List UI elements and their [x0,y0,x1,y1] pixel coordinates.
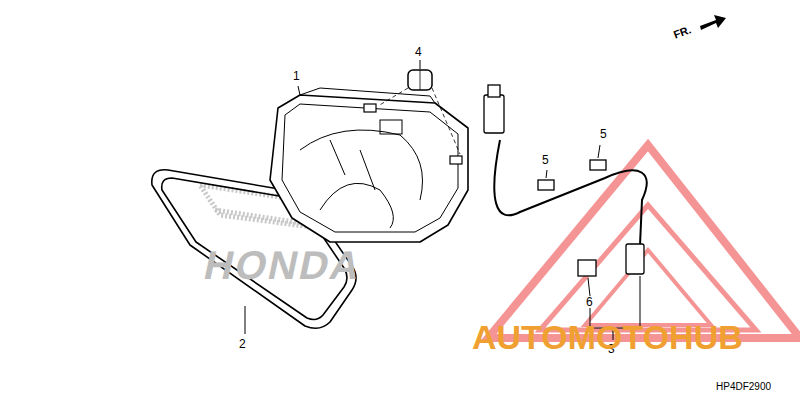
callout-number: 2 [239,338,246,350]
callout-number: 5 [600,128,607,140]
front-indicator: FR. [672,24,692,40]
callout-number: 6 [586,296,593,308]
diagram-code: HP4DF2900 [716,382,771,392]
watermark: HONDA [201,245,366,285]
callout-number: 1 [293,70,300,82]
callout-number: 5 [542,154,549,166]
watermark: AUTOMOTOHUB [472,320,743,354]
callout-number: 4 [415,46,422,58]
